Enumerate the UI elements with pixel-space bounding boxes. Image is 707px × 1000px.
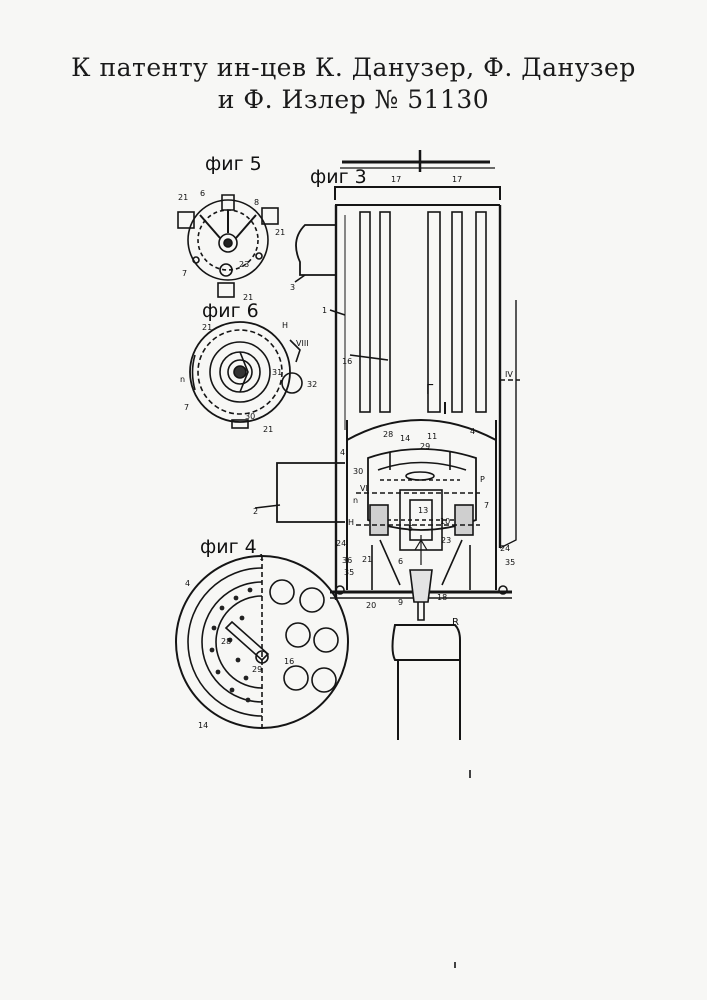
fig5-label-21a: 21 (178, 193, 188, 202)
fig5-caption: фиг 5 (205, 153, 262, 175)
fig6-label-VIII: VIII (296, 339, 309, 348)
label-24a: 24 (336, 539, 346, 548)
fig6-label-7: 7 (184, 403, 189, 412)
label-30: 30 (353, 467, 363, 476)
label-P: P (480, 475, 485, 484)
label-7: 7 (484, 501, 489, 510)
fig6-caption: фиг 6 (202, 300, 259, 322)
fig4-label-16: 16 (284, 657, 294, 666)
label-3: 3 (290, 283, 295, 292)
label-29: 29 (420, 442, 430, 451)
fig4-caption: фиг 4 (200, 536, 257, 558)
fig4-label-1: 1 (259, 553, 264, 562)
fig5-label-23: 23 (239, 260, 249, 269)
fig3-assembly (255, 150, 520, 740)
label-11: 11 (427, 432, 437, 441)
fig5-label-7: 7 (182, 269, 187, 278)
label-6: 6 (398, 557, 403, 566)
fig6-label-31: 31 (272, 368, 282, 377)
fig6-label-21b: 21 (263, 425, 273, 434)
label-24b: 24 (500, 544, 510, 553)
label-36: 36 (342, 556, 352, 565)
label-VI: VI (360, 484, 368, 493)
label-20: 20 (366, 601, 376, 610)
label-28: 28 (383, 430, 393, 439)
label-1: 1 (322, 306, 327, 315)
fig4-label-14: 14 (198, 721, 208, 730)
fig6-label-n: n (180, 375, 185, 384)
fig5-label-8: 8 (254, 198, 259, 207)
label-H: H (348, 518, 354, 527)
label-21: 21 (362, 555, 372, 564)
fig6-label-H: H (282, 321, 288, 330)
label-17a: 17 (391, 175, 401, 184)
label-16: 16 (342, 357, 352, 366)
label-13: 13 (418, 506, 428, 515)
label-R: R (452, 617, 459, 628)
fig6-label-32: 32 (307, 380, 317, 389)
label-35b: 35 (505, 558, 515, 567)
fig5-label-21b: 21 (275, 228, 285, 237)
label-IV: IV (505, 370, 513, 379)
label-10: 10 (440, 517, 450, 526)
label-n: n (353, 496, 358, 505)
fig4-label-28: 28 (221, 637, 231, 646)
fig4-drawing (176, 556, 348, 728)
fig4-label-4: 4 (185, 579, 190, 588)
fig6-label-21: 21 (202, 323, 212, 332)
label-18: 18 (437, 593, 447, 602)
fig5-drawing (178, 195, 278, 297)
label-2: 2 (253, 507, 258, 516)
label-14: 14 (400, 434, 410, 443)
fig6-label-30: 30 (245, 412, 255, 421)
fig4-label-29: 29 (252, 665, 262, 674)
fig5-label-21c: 21 (243, 293, 253, 302)
fig3-caption: фиг 3 (310, 166, 367, 188)
label-35a: 35 (344, 568, 354, 577)
label-G: Г (426, 383, 434, 398)
label-17b: 17 (452, 175, 462, 184)
label-9: 9 (398, 598, 403, 607)
label-4a: 4 (340, 448, 345, 457)
fig5-label-6: 6 (200, 189, 205, 198)
label-5: 5 (408, 524, 413, 533)
label-23: 23 (441, 536, 451, 545)
label-4b: 4 (470, 427, 475, 436)
